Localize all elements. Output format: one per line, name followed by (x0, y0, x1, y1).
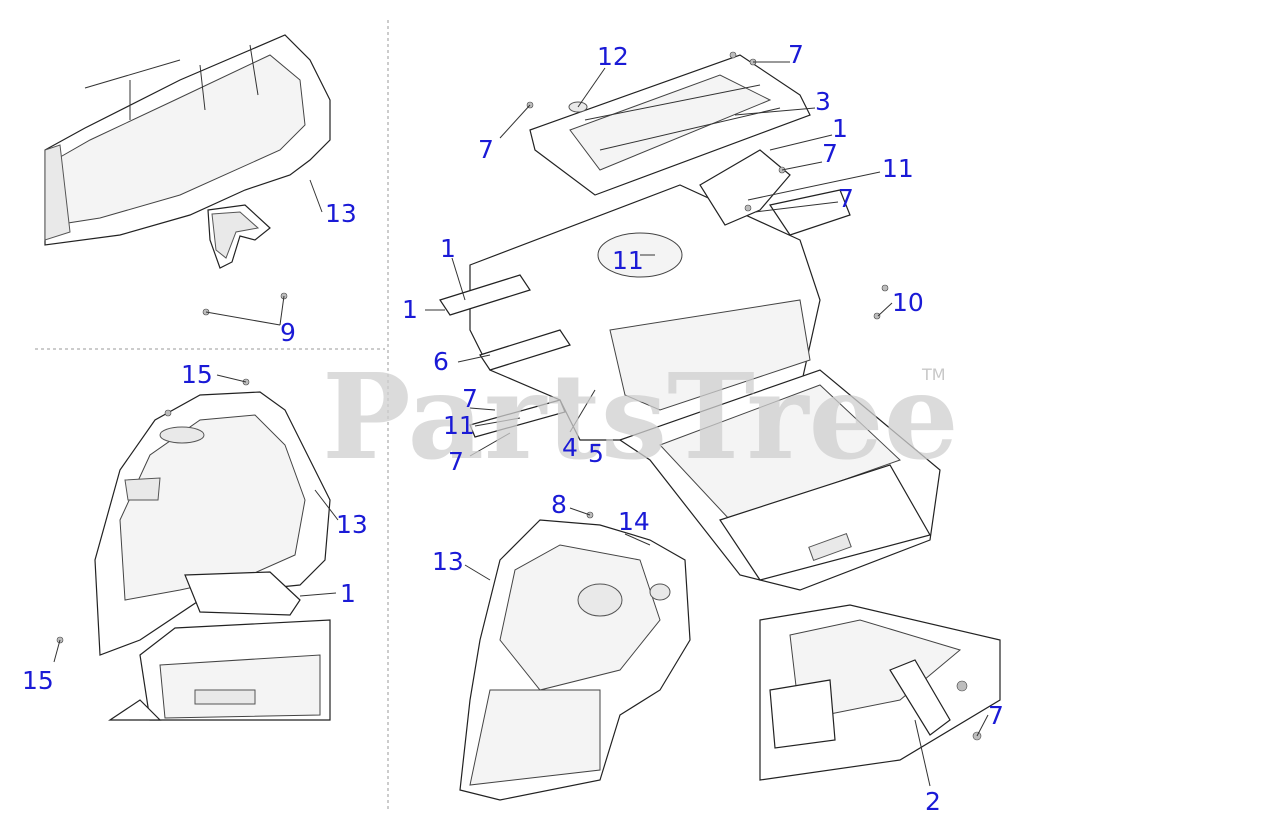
callout-7[interactable]: 7 (788, 40, 804, 69)
callout-2[interactable]: 2 (925, 787, 941, 816)
callout-11[interactable]: 11 (612, 246, 644, 275)
callout-7[interactable]: 7 (838, 184, 854, 213)
leader-lines (53, 61, 989, 787)
fender-assembly-view (56, 378, 331, 721)
assembled-fender-view (459, 511, 691, 801)
watermark-brand: PartsTree (322, 347, 959, 486)
callout-11[interactable]: 11 (443, 411, 475, 440)
callout-15[interactable]: 15 (22, 666, 54, 695)
callout-1[interactable]: 1 (440, 234, 456, 263)
callout-7[interactable]: 7 (988, 701, 1004, 730)
callout-13[interactable]: 13 (325, 199, 357, 228)
callout-10[interactable]: 10 (892, 288, 924, 317)
callout-labels: 12 7 3 1 7 7 11 7 11 1 1 10 6 7 11 7 4 5… (22, 40, 1004, 816)
callout-9[interactable]: 9 (280, 318, 296, 347)
watermark-trademark: TM (921, 365, 946, 384)
callout-13[interactable]: 13 (432, 547, 464, 576)
callout-6[interactable]: 6 (433, 347, 449, 376)
fender-shell-view (44, 34, 331, 316)
callout-8[interactable]: 8 (551, 490, 567, 519)
partstree-watermark: PartsTree TM (322, 347, 959, 486)
callout-7[interactable]: 7 (462, 384, 478, 413)
callout-13[interactable]: 13 (336, 510, 368, 539)
callout-1[interactable]: 1 (402, 295, 418, 324)
callout-12[interactable]: 12 (597, 42, 629, 71)
callout-1[interactable]: 1 (340, 579, 356, 608)
bracket-detail-view (759, 604, 1001, 781)
callout-14[interactable]: 14 (618, 507, 650, 536)
callout-5[interactable]: 5 (588, 439, 604, 468)
chassis-frame-view (439, 51, 941, 591)
callout-7[interactable]: 7 (478, 135, 494, 164)
callout-4[interactable]: 4 (562, 433, 578, 462)
callout-7[interactable]: 7 (448, 447, 464, 476)
callout-3[interactable]: 3 (815, 87, 831, 116)
callout-7[interactable]: 7 (822, 139, 838, 168)
callout-15[interactable]: 15 (181, 360, 213, 389)
callout-11[interactable]: 11 (882, 154, 914, 183)
callout-1[interactable]: 1 (832, 114, 848, 143)
